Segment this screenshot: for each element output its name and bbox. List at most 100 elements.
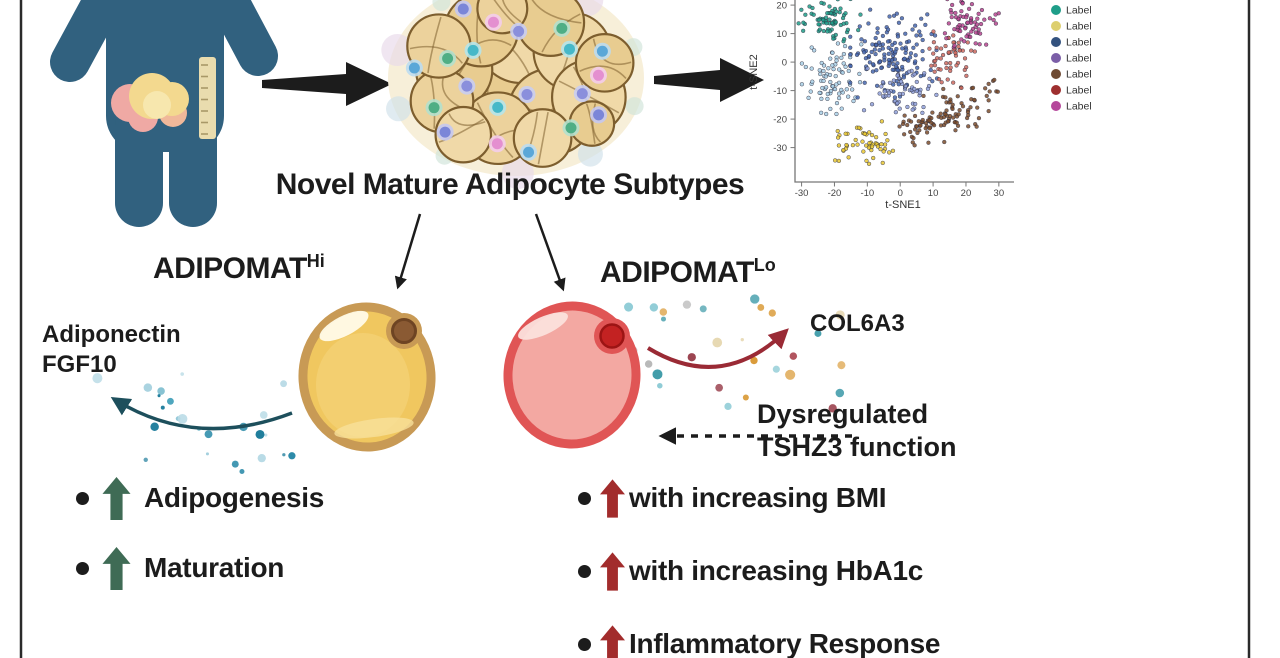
secretion-dots-hi <box>92 372 296 474</box>
tsne-points <box>796 0 1001 166</box>
up-arrow-shape <box>102 476 131 520</box>
branch-arrow-left <box>394 213 422 290</box>
tsne-cluster-periwinkle <box>861 66 939 115</box>
tsne-cluster-light-blue <box>799 41 864 117</box>
biopsy-ruler <box>199 57 216 139</box>
tsne-cluster-brown-outlier <box>983 77 1000 99</box>
secreted-genes-hi-label: Adiponectin FGF10 <box>42 320 181 380</box>
up-arrow-icon <box>600 551 625 591</box>
adipose-tissue-cluster <box>381 0 644 190</box>
fat-lobe <box>143 91 171 119</box>
bullet-item: Maturation <box>76 544 324 592</box>
tsne-axes <box>794 0 1014 183</box>
body-left-arm <box>50 0 127 82</box>
bullet-dot <box>578 564 591 578</box>
adipomat-lo-label: ADIPOMATLo <box>600 255 776 290</box>
secretion-arrow-hi <box>110 396 293 431</box>
bullet-label: Adipogenesis <box>144 482 324 513</box>
body-right-arm <box>205 0 278 76</box>
patient-body-illustration <box>50 0 278 227</box>
tshz3-note-line1: Dysregulated <box>757 399 929 429</box>
up-arrow-shape <box>600 478 625 518</box>
legend-label: Label <box>1066 69 1092 81</box>
tshz3-note-line2: TSHZ3 function <box>757 432 957 462</box>
subtitle-label: Novel Mature Adipocyte Subtypes <box>275 168 745 201</box>
tsne-cluster-brown-b <box>921 81 991 129</box>
legend-label: Label <box>1066 37 1092 49</box>
adipomat-hi-superscript: Hi <box>306 251 325 271</box>
bullet-dot <box>76 491 89 505</box>
tsne-ylabel: t-SNE2 <box>748 54 760 89</box>
bullet-dot <box>76 561 89 575</box>
secretion-dots-lo <box>624 294 846 413</box>
tsne-cluster-magenta <box>942 0 1001 50</box>
up-arrow-shape <box>102 546 131 590</box>
ruler-body <box>199 57 216 139</box>
adipomat-hi-base: ADIPOMAT <box>153 252 307 285</box>
svg-text:20: 20 <box>776 1 787 12</box>
bullet-label: with increasing HbA1c <box>629 555 923 586</box>
lo-cell-highlight <box>518 312 568 340</box>
legend-label: Label <box>1066 5 1092 17</box>
svg-text:30: 30 <box>994 188 1005 199</box>
bullet-dot <box>578 637 591 651</box>
hi-cell-glow <box>334 417 414 439</box>
bullet-dot <box>578 491 591 505</box>
adipomat-lo-superscript: Lo <box>753 255 776 275</box>
hi-cell-highlight <box>319 310 369 342</box>
legend-label: Label <box>1066 101 1092 113</box>
secretion-arrow-lo <box>646 328 789 369</box>
up-arrow-shape <box>600 624 625 658</box>
bullet-label: Maturation <box>144 552 285 583</box>
legend-swatch <box>1051 53 1061 63</box>
adipose-fat-pad <box>111 73 189 132</box>
ruler-ticks <box>201 64 208 135</box>
bullet-label: Inflammatory Response <box>629 628 941 658</box>
tsne-cluster-brown-a <box>897 111 958 148</box>
svg-text:-30: -30 <box>795 188 809 199</box>
tsne-cluster-dark-blue <box>848 7 940 100</box>
flow-arrow-1 <box>262 62 392 106</box>
legend-swatch <box>1051 37 1061 47</box>
secreted-hi-line1: Adiponectin <box>42 321 181 348</box>
legend-label: Label <box>1066 85 1092 97</box>
hi-bullet-list: Adipogenesis Maturation <box>76 474 324 614</box>
tshz3-note: Dysregulated TSHZ3 function <box>757 398 956 464</box>
col6a3-label: COL6A3 <box>810 310 905 337</box>
svg-text:20: 20 <box>961 188 972 199</box>
bullet-item: with increasing HbA1c <box>578 547 940 595</box>
tsne-xlabel: t-SNE1 <box>885 199 920 211</box>
legend-swatch <box>1051 21 1061 31</box>
hi-cell-nucleus <box>391 318 417 344</box>
bullet-item: Adipogenesis <box>76 474 324 522</box>
bullet-item: with increasing BMI <box>578 474 940 522</box>
svg-text:0: 0 <box>898 188 903 199</box>
svg-text:-20: -20 <box>773 115 787 126</box>
svg-text:10: 10 <box>776 29 787 40</box>
secreted-hi-line2: FGF10 <box>42 351 117 378</box>
legend-swatch <box>1051 101 1061 111</box>
adipocyte-hi-cell <box>298 302 436 452</box>
up-arrow-shape <box>600 551 625 591</box>
legend-swatch <box>1051 85 1061 95</box>
svg-text:-30: -30 <box>773 143 787 154</box>
legend-swatch <box>1051 5 1061 15</box>
adipomat-lo-base: ADIPOMAT <box>600 256 754 289</box>
adipomat-hi-label: ADIPOMATHi <box>153 251 325 286</box>
tsne-cluster-teal <box>796 0 863 44</box>
up-arrow-icon <box>600 478 625 518</box>
up-arrow-icon <box>102 546 131 590</box>
flow-arrow-2 <box>654 58 764 102</box>
adipocyte-lo-cell <box>503 301 641 449</box>
bullet-label: with increasing BMI <box>629 482 887 513</box>
tsne-cluster-yellow <box>832 119 896 166</box>
legend-label: Label <box>1066 21 1092 33</box>
bullet-item: Inflammatory Response <box>578 620 940 658</box>
up-arrow-icon <box>600 624 625 658</box>
legend-swatch <box>1051 69 1061 79</box>
branch-arrow-right <box>534 213 566 292</box>
